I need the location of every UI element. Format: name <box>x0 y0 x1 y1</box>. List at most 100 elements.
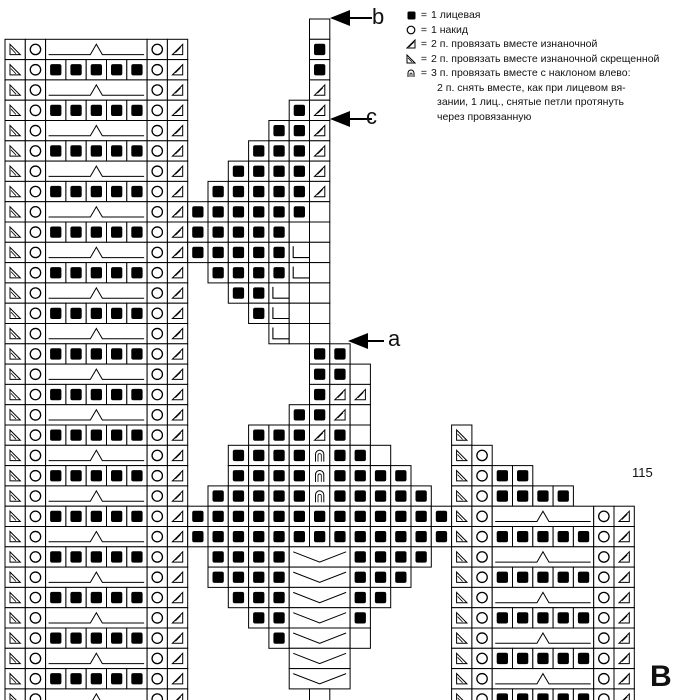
chart-cell-S <box>227 160 250 182</box>
chart-cell-N <box>309 465 331 487</box>
chart-cell-L <box>451 546 473 568</box>
chart-cell-peak <box>45 363 148 385</box>
chart-cell-S <box>369 586 392 609</box>
chart-cell-S <box>227 465 250 487</box>
chart-cell-S <box>268 140 290 162</box>
chart-cell-S <box>106 424 128 446</box>
chart-cell-peak <box>45 241 148 264</box>
chart-cell-S <box>106 627 128 649</box>
chart-cell-O <box>24 586 47 609</box>
chart-cell-S <box>349 546 371 568</box>
chart-cell-S <box>45 59 67 81</box>
chart-cell-L <box>4 59 26 81</box>
chart-cell-O <box>593 505 615 528</box>
chart-cell-O <box>146 59 168 81</box>
chart-cell-L <box>4 586 26 609</box>
chart-cell-S <box>65 668 87 690</box>
chart-cell-S <box>65 383 87 406</box>
chart-cell-S <box>65 505 87 528</box>
chart-cell-T <box>329 383 351 406</box>
marker-arrows <box>330 10 384 349</box>
chart-cell-S <box>187 505 209 528</box>
chart-cell-T <box>309 120 331 142</box>
chart-cell-S <box>248 180 270 203</box>
chart-cell-S <box>126 465 148 487</box>
chart-cell-O <box>593 607 615 629</box>
chart-cell-S <box>491 485 514 507</box>
chart-cell-S <box>268 465 290 487</box>
chart-cell-O <box>24 526 47 548</box>
chart-cell-S <box>309 343 331 365</box>
chart-cell-peak <box>45 607 148 629</box>
chart-cell-empty <box>288 221 311 243</box>
chart-cell-S <box>390 505 412 528</box>
chart-cell-S <box>268 586 290 609</box>
circle-icon <box>405 23 417 37</box>
chart-cell-S <box>207 526 229 548</box>
chart-cell-S <box>491 688 514 700</box>
chart-cell-S <box>45 302 67 325</box>
chart-cell-L <box>4 465 26 487</box>
chart-cell-O <box>24 120 47 142</box>
chart-cell-S <box>85 59 107 81</box>
chart-cell-O <box>146 404 168 426</box>
chart-cell-L <box>4 323 26 345</box>
chart-cell-S <box>248 221 270 243</box>
chart-cell-valley <box>288 647 351 670</box>
chart-cell-S <box>106 99 128 121</box>
chart-cell-O <box>24 180 47 203</box>
chart-cell-peak <box>491 505 595 528</box>
chart-cell-T <box>613 586 635 609</box>
chart-cell-S <box>65 180 87 203</box>
chart-cell-S <box>248 262 270 284</box>
chart-cell-O <box>146 383 168 406</box>
chart-cell-T <box>166 323 189 345</box>
chart-cell-L <box>4 485 26 507</box>
chart-cell-S <box>65 262 87 284</box>
chart-cell-O <box>146 323 168 345</box>
chart-cell-O <box>471 526 493 548</box>
chart-cell-S <box>410 546 432 568</box>
chart-cell-S <box>349 607 371 629</box>
chart-cell-S <box>106 302 128 325</box>
chart-cell-S <box>349 586 371 609</box>
chart-cell-T <box>166 404 189 426</box>
chart-cell-T <box>309 79 331 101</box>
chart-cell-T <box>613 668 635 690</box>
chart-cell-S <box>126 546 148 568</box>
chart-cell-S <box>309 59 331 81</box>
chart-cell-T <box>166 546 189 568</box>
chart-cell-S <box>248 505 270 528</box>
chart-cell-S <box>227 586 250 609</box>
chart-cell-S <box>532 688 554 700</box>
chart-cell-T <box>309 424 331 446</box>
chart-cell-T <box>613 688 635 700</box>
chart-cell-S <box>45 262 67 284</box>
chart-cell-empty <box>309 282 331 304</box>
chart-cell-S <box>552 607 574 629</box>
chart-cell-O <box>24 546 47 568</box>
chart-cell-T <box>166 363 189 385</box>
chart-cell-O <box>471 647 493 670</box>
chart-cell-O <box>146 120 168 142</box>
chart-cell-S <box>248 282 270 304</box>
chart-cell-S <box>288 120 311 142</box>
chart-cell-S <box>268 180 290 203</box>
chart-cell-S <box>288 140 311 162</box>
chart-cell-S <box>390 465 412 487</box>
chart-cell-S <box>552 526 574 548</box>
chart-cell-L <box>4 383 26 406</box>
chart-cell-S <box>45 424 67 446</box>
chart-cell-O <box>146 444 168 467</box>
chart-cell-S <box>227 201 250 223</box>
chart-cell-S <box>126 140 148 162</box>
chart-cell-S <box>106 59 128 81</box>
marker-a: a <box>388 326 401 351</box>
chart-cell-S <box>227 505 250 528</box>
chart-cell-S <box>512 526 534 548</box>
chart-cell-S <box>268 546 290 568</box>
chart-cell-S <box>268 526 290 548</box>
chart-cell-S <box>248 302 270 325</box>
chart-cell-S <box>187 221 209 243</box>
chart-cell-O <box>24 99 47 121</box>
